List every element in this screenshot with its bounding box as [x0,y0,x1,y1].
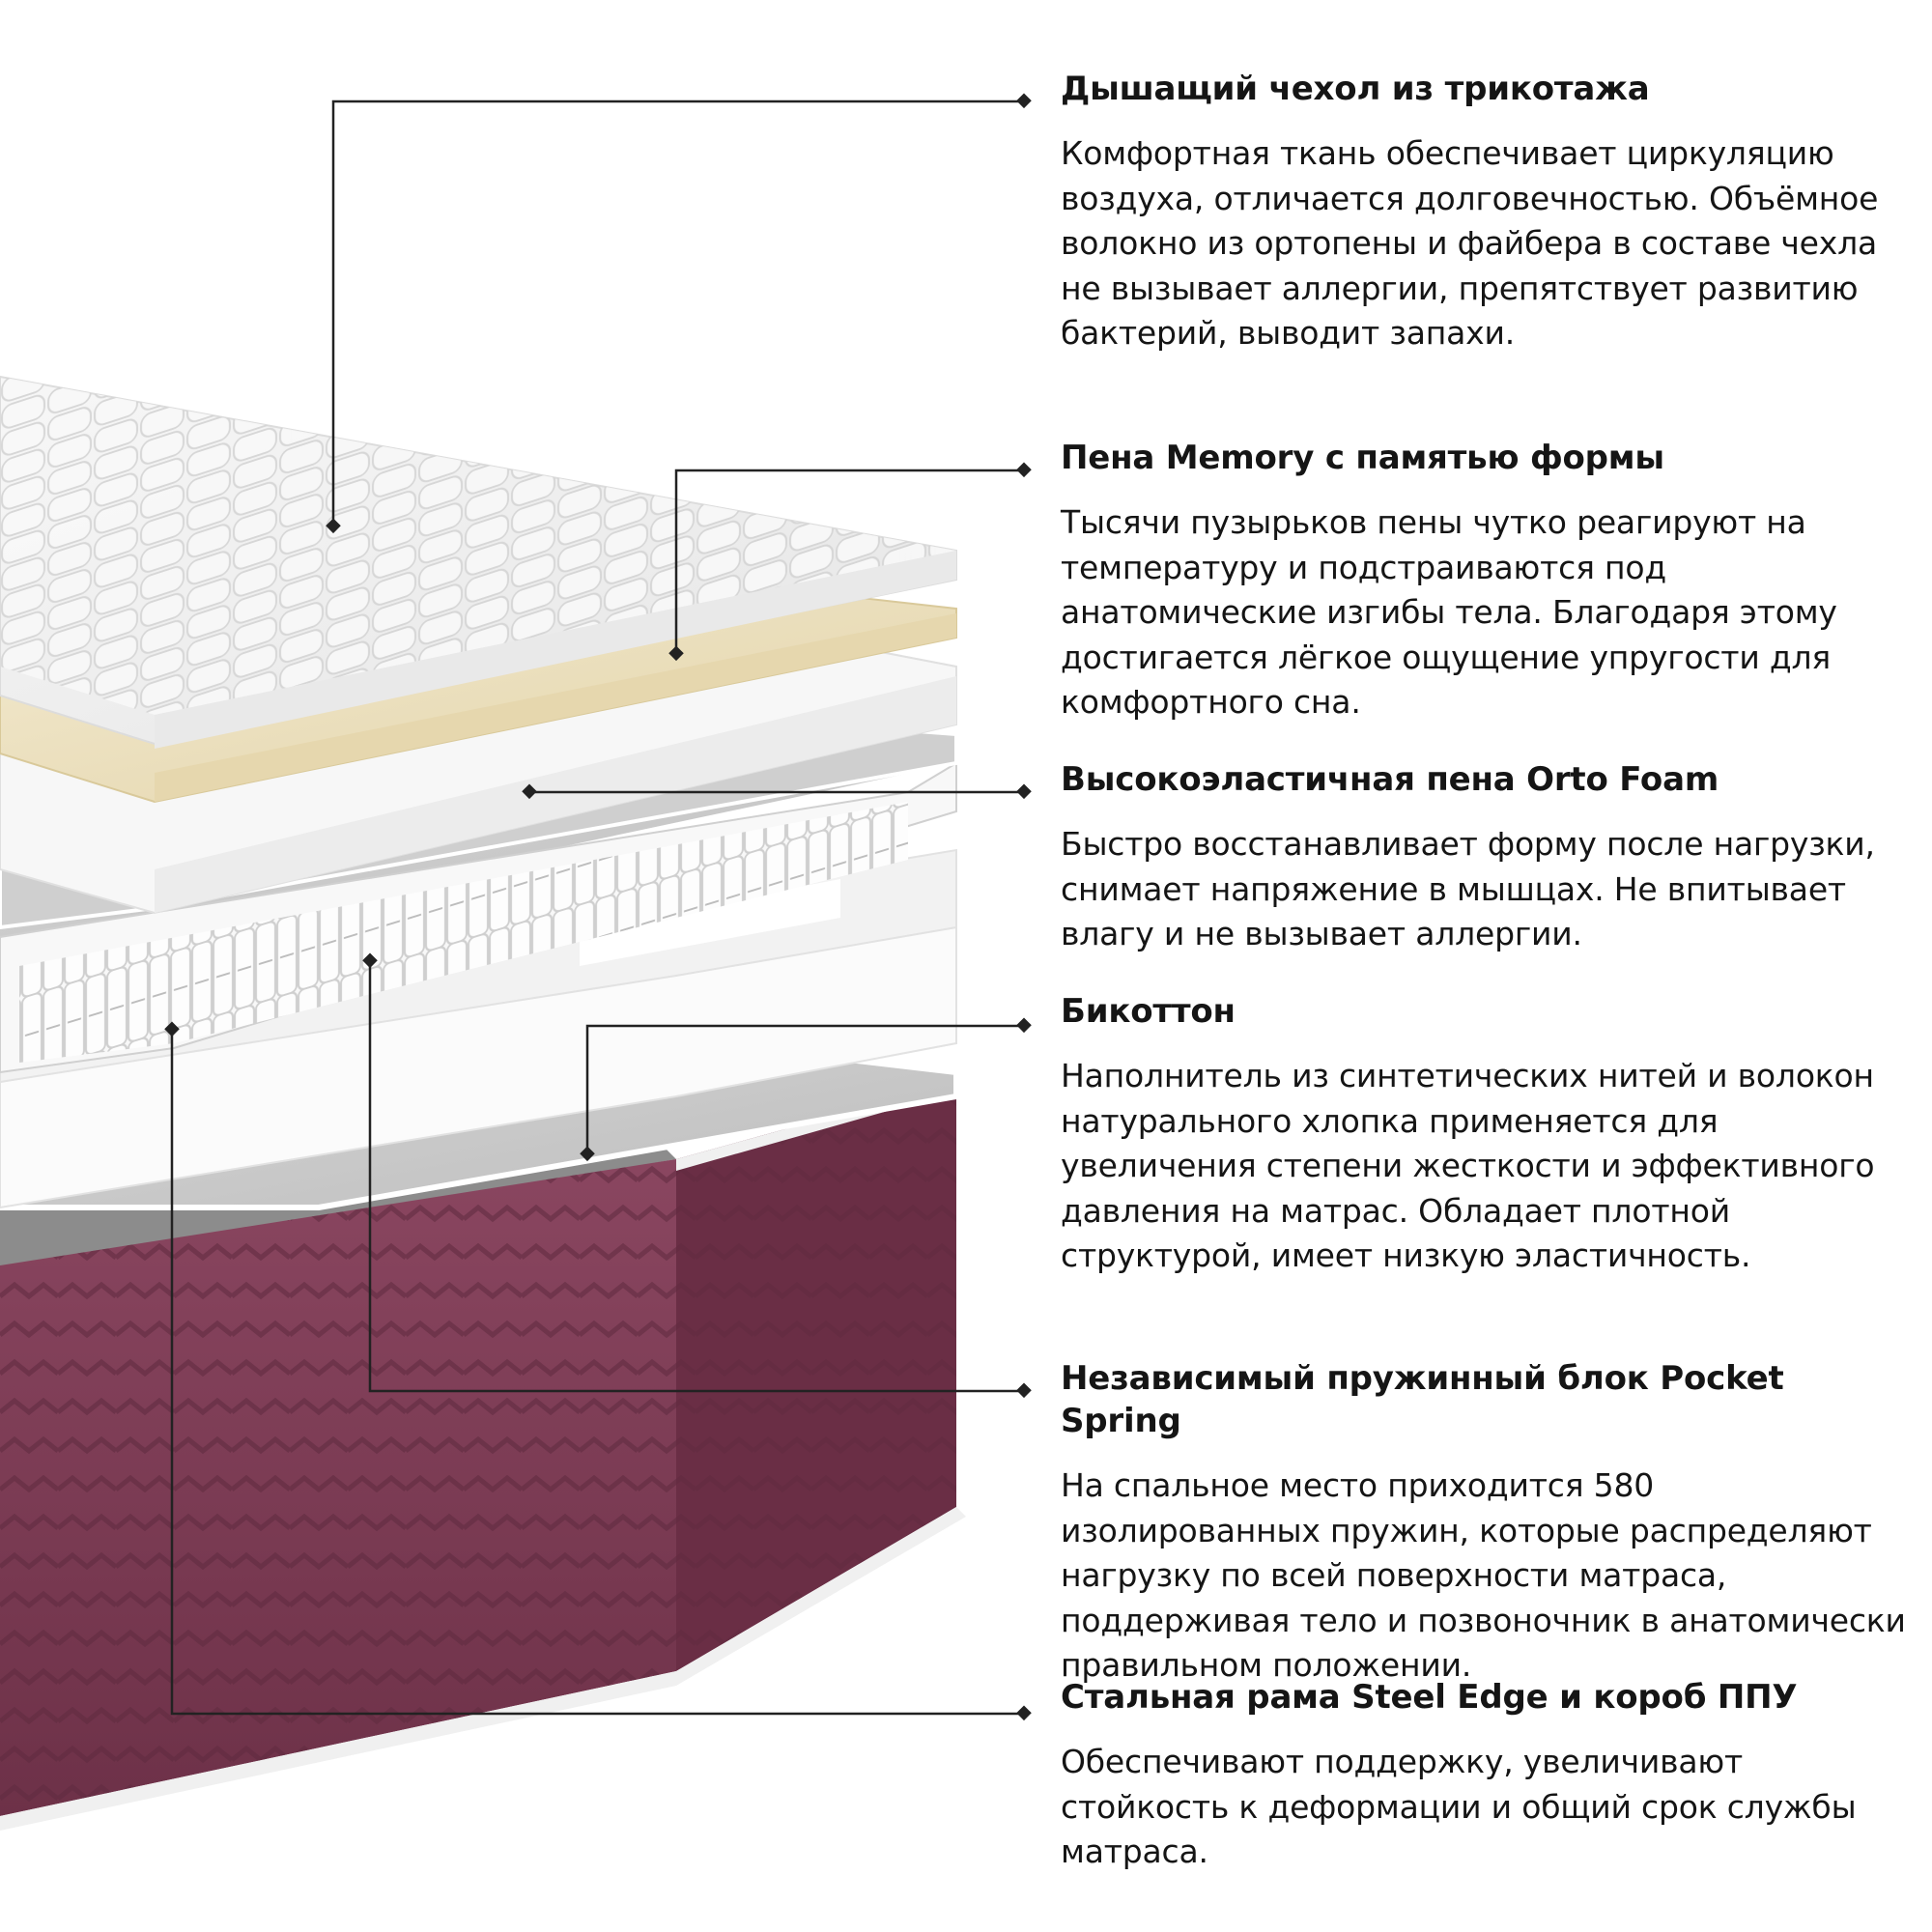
layer-title: Пена Memory с памятью формы [1061,439,1664,477]
layer-description: На спальное место приходится 580 изолиро… [1061,1466,1906,1684]
base-box-rim [0,1507,966,1831]
layer-title: Высокоэластичная пена Orto Foam [1061,760,1719,799]
leader-line-steel [170,1030,1024,1716]
layer-block-pocket-spring: Независимый пружинный блок Pocket Spring… [1061,1357,1911,1689]
leader-lines [170,99,1024,1716]
layer-block-bicotton: Бикоттон Наполнитель из синтетических ни… [1061,990,1911,1279]
leader-line-memory [674,469,1024,654]
layer-block-memory-foam: Пена Memory с памятью формы Тысячи пузыр… [1061,437,1911,725]
quilted-cover-layer [0,375,957,749]
leader-dots [164,93,1032,1721]
layer-block-steel-edge: Стальная рама Steel Edge и короб ППУ Обе… [1061,1676,1911,1875]
layer-title: Независимый пружинный блок Pocket Spring [1061,1359,1784,1440]
layer-block-cover: Дышащий чехол из трикотажа Комфортная тк… [1061,68,1911,356]
layer-title: Стальная рама Steel Edge и короб ППУ [1061,1678,1798,1717]
layer-description: Быстро восстанавливает форму после нагру… [1061,825,1875,952]
leader-line-bicotton [585,1024,1024,1154]
layer-description: Тысячи пузырьков пены чутко реагируют на… [1061,503,1837,721]
layer-description: Обеспечивают поддержку, увеличивают стой… [1061,1743,1857,1870]
layer-title: Бикоттон [1061,992,1236,1031]
layer-description: Комфортная ткань обеспечивает циркуляцию… [1061,134,1879,352]
leader-line-cover [331,99,1024,526]
layer-block-orto-foam: Высокоэластичная пена Orto Foam Быстро в… [1061,758,1911,957]
leader-line-springs [368,961,1024,1393]
layer-description: Наполнитель из синтетических нитей и вол… [1061,1057,1875,1274]
layer-title: Дышащий чехол из трикотажа [1061,70,1650,108]
